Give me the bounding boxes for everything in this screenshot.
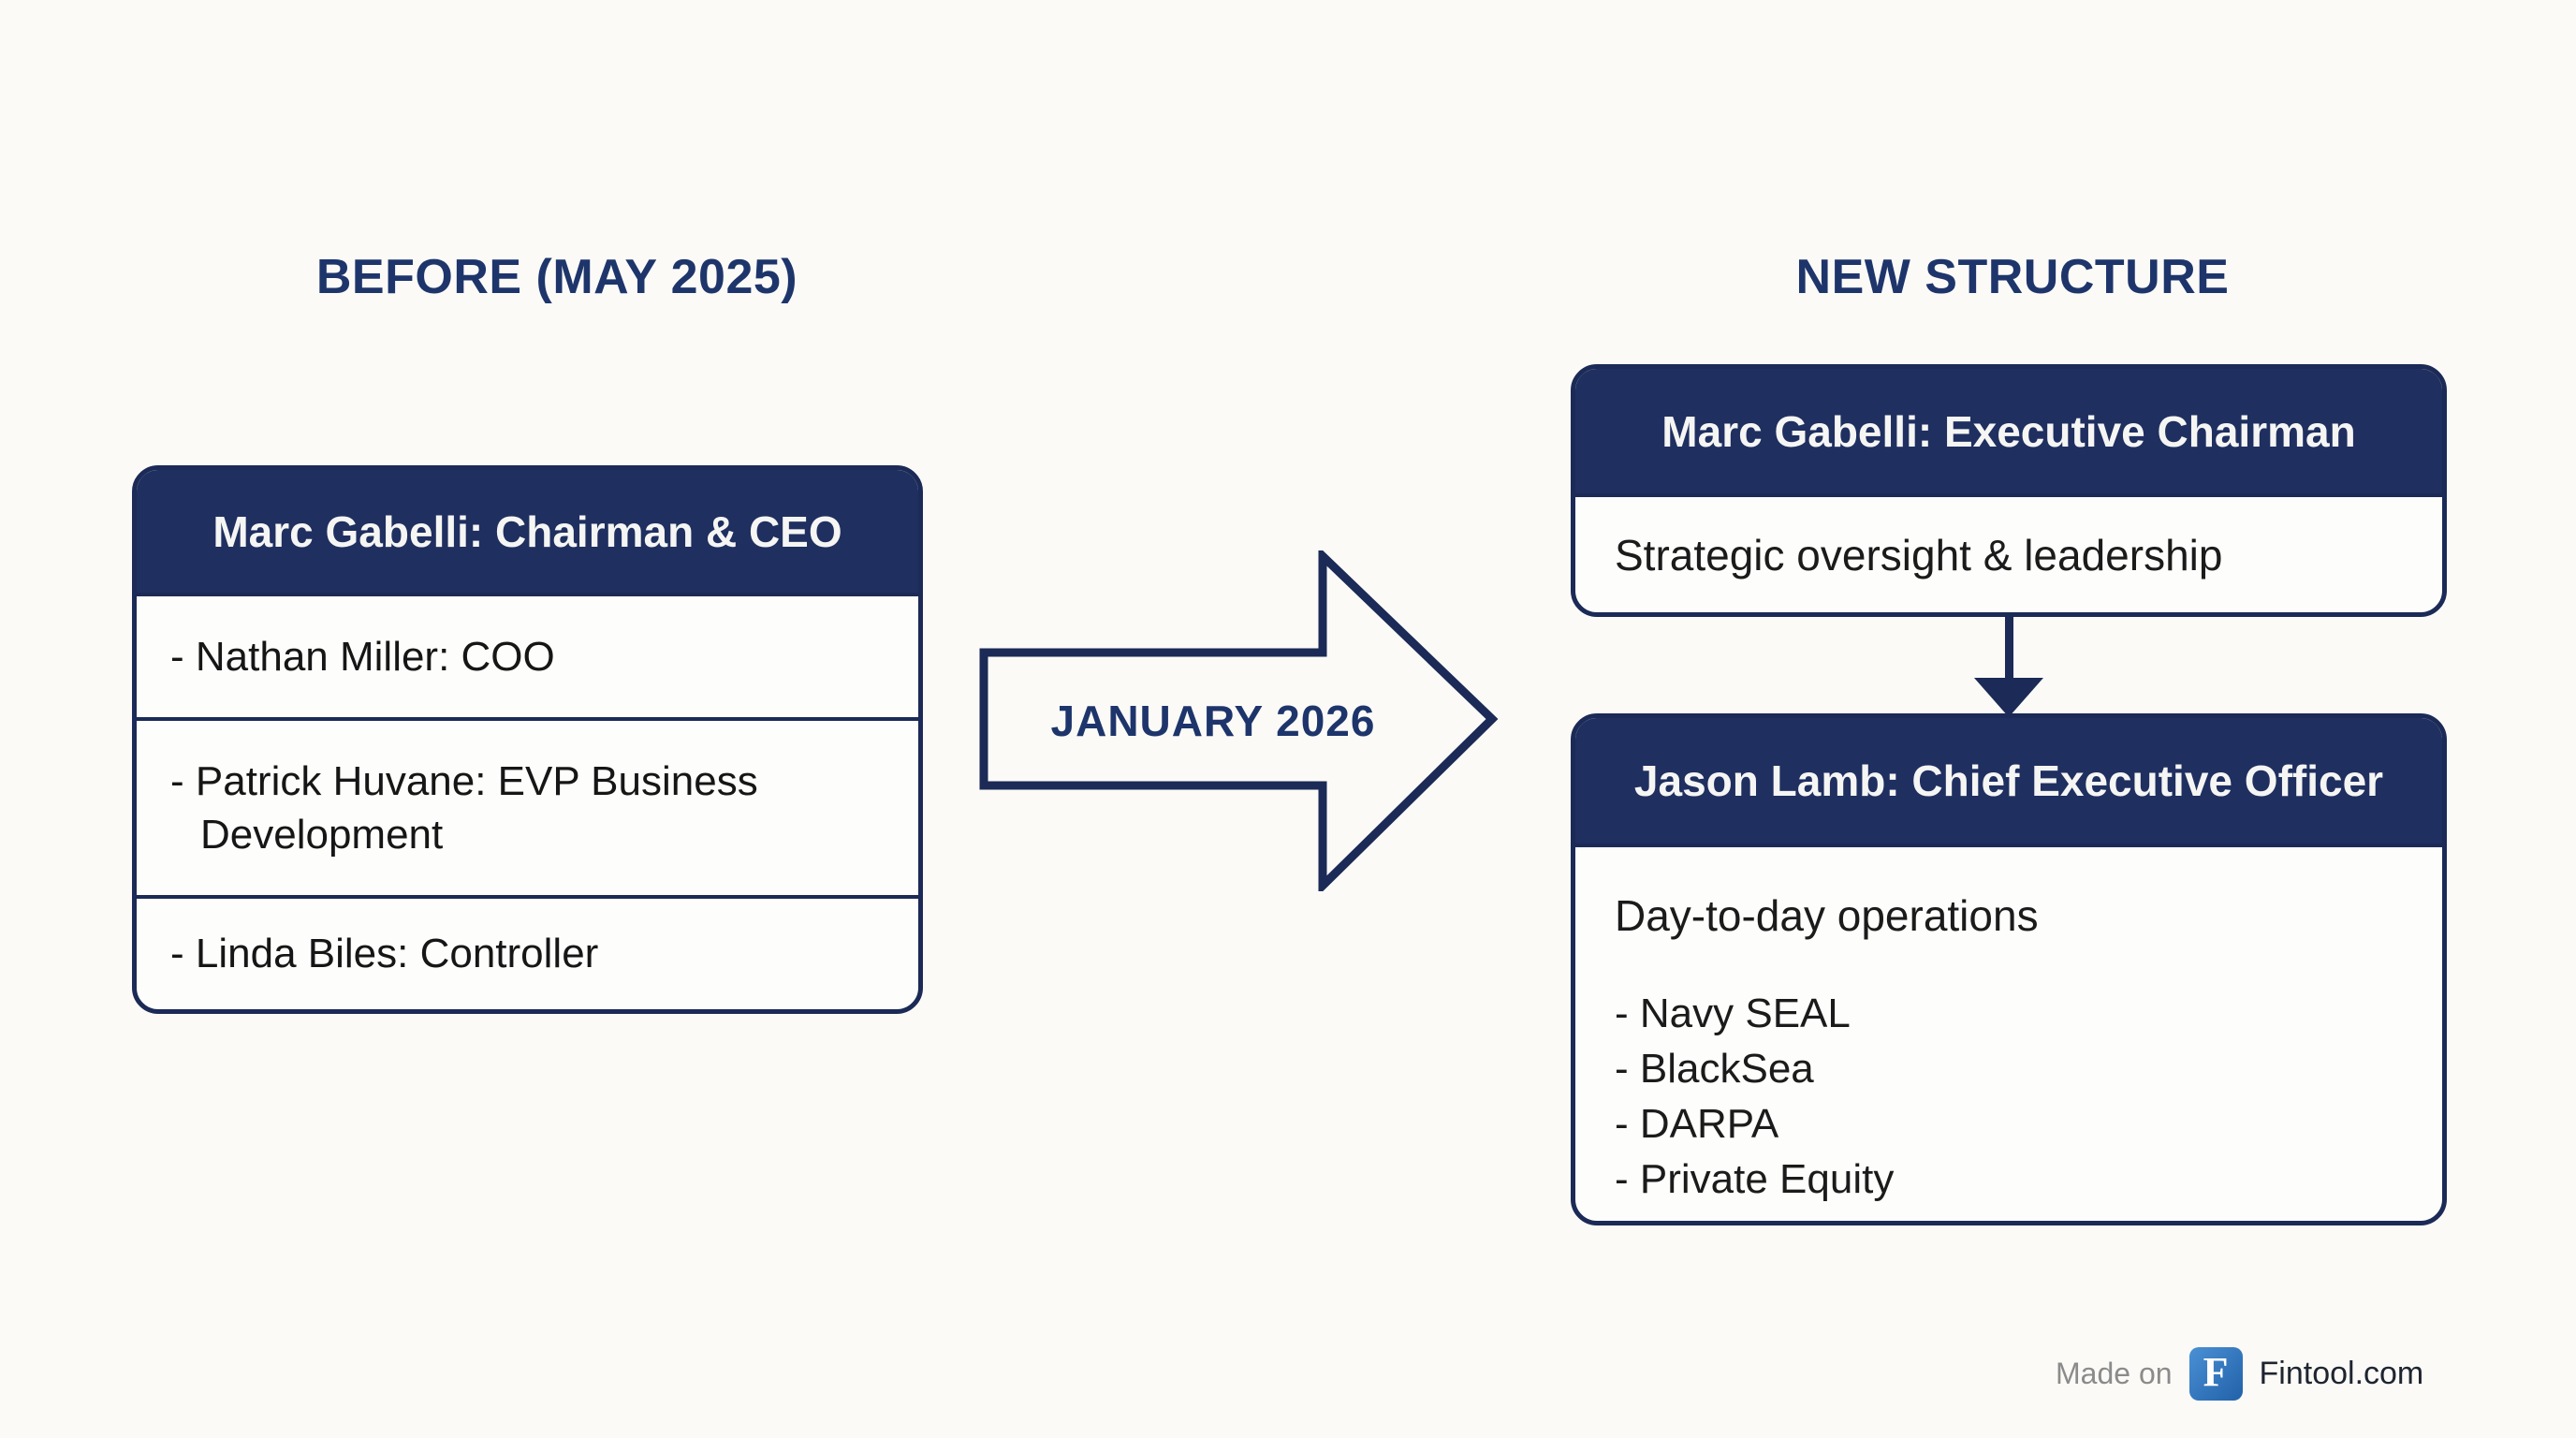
transition-label-wrap: JANUARY 2026 [979, 550, 1447, 891]
before-box-header: Marc Gabelli: Chairman & CEO [137, 470, 918, 596]
transition-arrow [979, 550, 1499, 891]
org-list-item: - Patrick Huvane: EVP Business Developme… [137, 721, 918, 899]
right-arrow-icon [979, 550, 1499, 891]
chairman-box: Marc Gabelli: Executive Chairman Strateg… [1571, 364, 2447, 617]
fintool-brand: Fintool.com [2259, 1355, 2424, 1391]
before-title: BEFORE (MAY 2025) [315, 250, 798, 304]
org-list-item: - Nathan Miller: COO [137, 596, 918, 721]
ceo-box: Jason Lamb: Chief Executive Officer Day-… [1571, 713, 2447, 1225]
chairman-box-body: Strategic oversight & leadership [1615, 530, 2223, 580]
org-list-item: - Linda Biles: Controller [137, 899, 918, 1009]
made-on-label: Made on [2056, 1356, 2173, 1390]
ceo-box-body: Day-to-day operations - Navy SEAL - Blac… [1575, 847, 2442, 1221]
chairman-box-header: Marc Gabelli: Executive Chairman [1575, 369, 2442, 497]
ceo-body-title: Day-to-day operations [1615, 891, 2039, 940]
fintool-logo: F [2188, 1346, 2243, 1401]
org-list-item-label: - Linda Biles: Controller [170, 931, 599, 977]
org-list-item-label: - Nathan Miller: COO [170, 633, 555, 680]
footer-watermark: Made on F Fintool.com [2056, 1345, 2423, 1401]
fintool-logo-letter: F [2203, 1348, 2229, 1395]
ceo-responsibility-item: - BlackSea [1615, 1046, 1814, 1092]
connector-line [2005, 617, 2013, 681]
ceo-responsibility-item: - Navy SEAL [1615, 990, 1851, 1036]
org-list-item-label: - Patrick Huvane: EVP Business Developme… [170, 757, 758, 858]
ceo-responsibility-item: - Private Equity [1615, 1156, 1895, 1202]
down-arrow-icon [1974, 678, 2043, 717]
before-org-box: Marc Gabelli: Chairman & CEO - Nathan Mi… [132, 465, 923, 1014]
ceo-responsibility-item: - DARPA [1615, 1101, 1779, 1147]
transition-label: JANUARY 2026 [1050, 697, 1376, 745]
new-structure-title: NEW STRUCTURE [1795, 250, 2230, 304]
ceo-box-header: Jason Lamb: Chief Executive Officer [1575, 718, 2442, 847]
